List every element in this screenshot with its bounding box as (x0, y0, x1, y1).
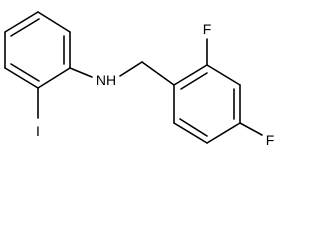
double-bond-ring1-b (10, 63, 40, 82)
bond-ring1-top-right (37, 11, 71, 33)
bond-ch2-ring2 (141, 61, 175, 86)
double-bond-ring1-a (10, 18, 40, 37)
bond-ring1-top-left (4, 11, 39, 33)
difluorophenyl-ring (173, 64, 241, 144)
bond-ring1-bottom-left (4, 67, 39, 89)
bond-n-ch2 (119, 61, 143, 77)
bond-ring2-c5-c6 (173, 122, 208, 144)
iodophenyl-ring (4, 11, 71, 89)
fluorine-ortho-atom-label: F (203, 21, 212, 37)
bond-ring2-c2-c3 (206, 64, 241, 86)
double-bond-ring2-a (180, 72, 208, 90)
nitrogen-atom-label: NH (96, 72, 116, 88)
bond-ring1-n (69, 67, 93, 78)
iodine-atom-label: I (36, 123, 40, 139)
bond-ring2-c1-c2 (173, 64, 208, 86)
bond-ring1-bottom-right (37, 67, 71, 89)
fluorine-para-atom-label: F (266, 132, 275, 148)
double-bond-ring2-c (179, 118, 208, 137)
molecule-structure: I NH F F (4, 11, 275, 148)
bond-c-f-para (239, 122, 263, 136)
bond-ring2-c4-c5 (206, 122, 241, 144)
